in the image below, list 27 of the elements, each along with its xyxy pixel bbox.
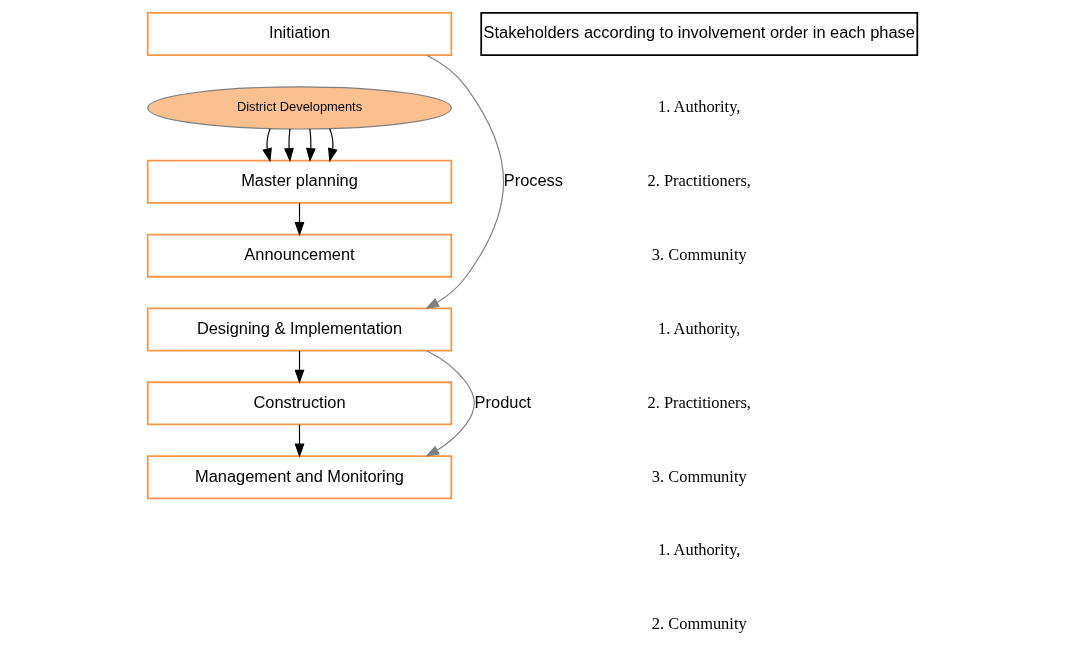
label: 1. Authority, (658, 97, 741, 117)
arrow (294, 202, 305, 237)
label: 2. Practitioners, (647, 171, 751, 191)
arrow (284, 128, 294, 163)
node-box: Initiation (146, 12, 453, 57)
arrow (294, 424, 305, 458)
label: 3. Community (651, 244, 747, 264)
node-box: Management and Monitoring (146, 455, 453, 500)
node-box: Master planning (146, 159, 453, 204)
arrow (425, 54, 505, 310)
edge-label: Product (474, 392, 532, 411)
arrow (327, 128, 338, 163)
node-ellipse: District Developments (147, 86, 452, 130)
arrow (294, 350, 305, 384)
node-box: Designing & Implementation (146, 307, 453, 352)
label: 2. Practitioners, (647, 392, 751, 412)
node-box: Announcement (146, 233, 453, 278)
arrow (306, 128, 316, 163)
label: 1. Authority, (658, 318, 741, 338)
node-box: Construction (146, 381, 453, 426)
label: 3. Community (651, 466, 747, 486)
arrow (262, 128, 272, 163)
label: 2. Community (651, 614, 747, 634)
node-box: Stakeholders according to involvement order in each phase (480, 12, 919, 57)
label: 1. Authority, (658, 540, 741, 560)
arrow (425, 350, 475, 457)
edge-label: Process (503, 171, 564, 190)
